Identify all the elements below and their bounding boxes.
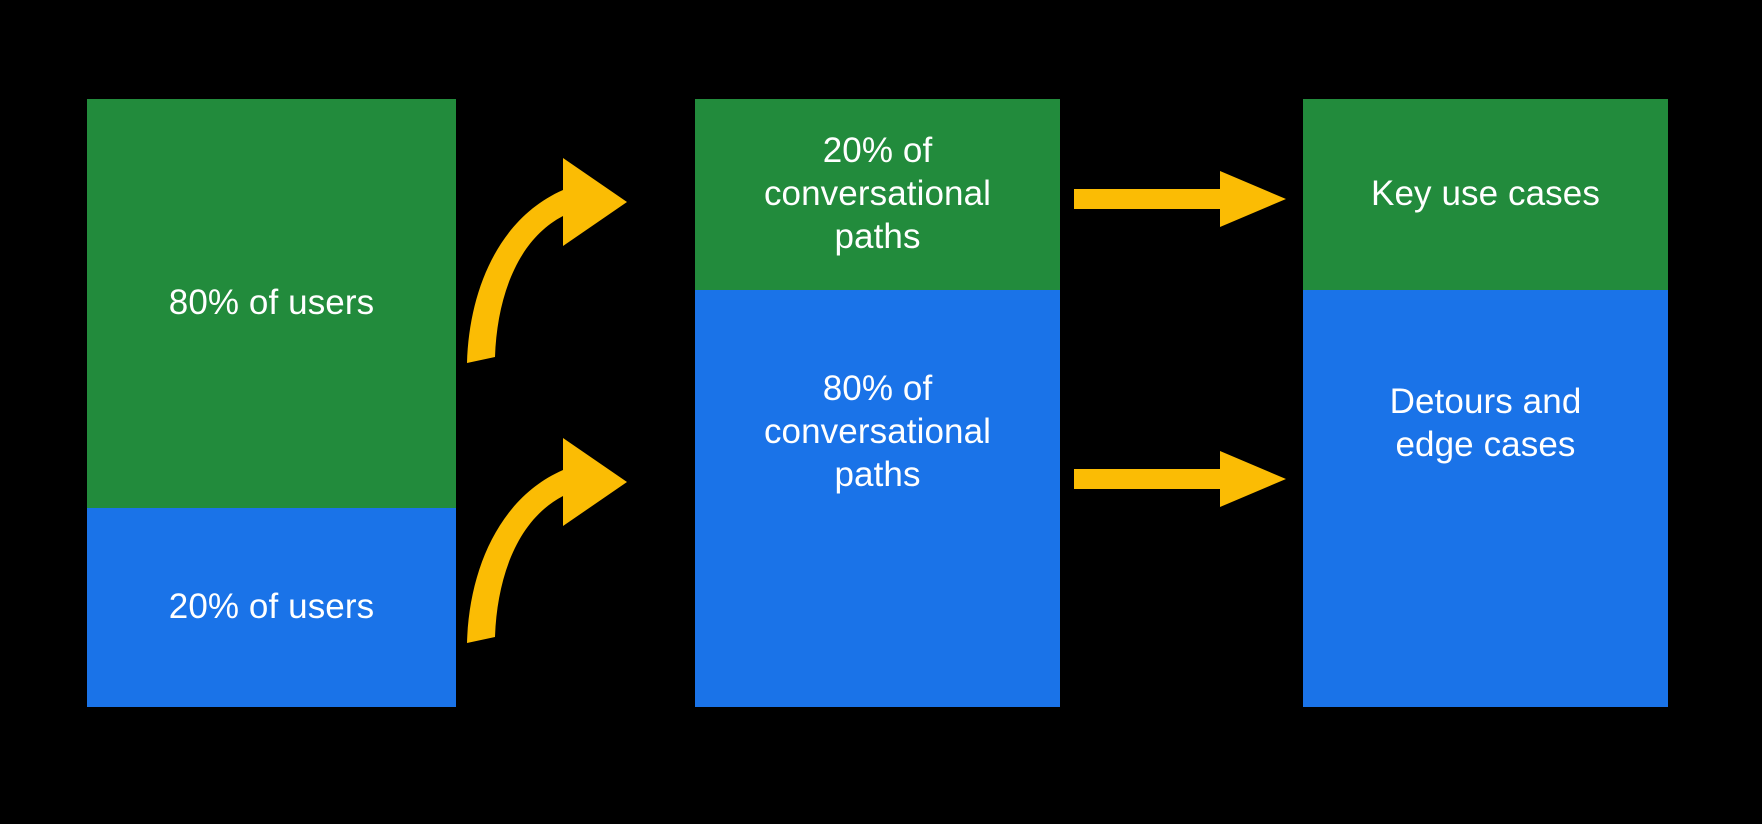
segment-paths-majority: 80% of conversational paths [695, 290, 1060, 707]
segment-users-majority: 80% of users [87, 99, 456, 508]
curved-arrow-icon-top [467, 158, 627, 363]
segment-detours-edge-cases: Detours and edge cases [1303, 290, 1668, 707]
column-conversational-paths: 20% of conversational paths 80% of conve… [695, 99, 1060, 707]
segment-label-detours-edge-cases: Detours and edge cases [1389, 381, 1582, 464]
segment-paths-minority: 20% of conversational paths [695, 99, 1060, 290]
straight-arrow-icon-top [1074, 171, 1286, 227]
curved-arrow-icon-bottom [467, 438, 627, 643]
segment-users-minority: 20% of users [87, 508, 456, 707]
straight-arrow-icon-bottom [1074, 451, 1286, 507]
column-users: 80% of users 20% of users [87, 99, 456, 707]
column-outcomes: Key use cases Detours and edge cases [1303, 99, 1668, 707]
segment-key-use-cases: Key use cases [1303, 99, 1668, 290]
segment-label-key-use-cases: Key use cases [1371, 174, 1600, 214]
segment-label-paths-majority: 80% of conversational paths [763, 369, 992, 494]
segment-label-paths-minority: 20% of conversational paths [763, 131, 992, 256]
segment-label-users-minority: 20% of users [168, 587, 375, 627]
segment-label-users-majority: 80% of users [168, 283, 375, 323]
